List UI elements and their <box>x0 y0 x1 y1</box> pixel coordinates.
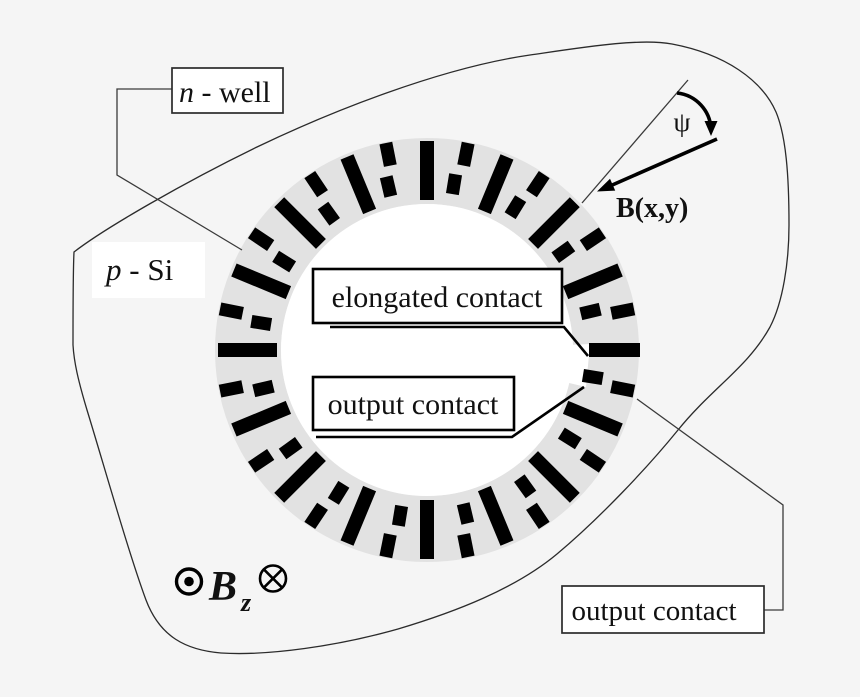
split-contact-inner <box>327 480 350 505</box>
split-contact-inner <box>379 175 398 198</box>
elongated-contact-label: elongated contact <box>332 281 543 314</box>
long-contact-bar <box>218 343 277 357</box>
split-contact-inner <box>514 474 537 499</box>
split-contact-inner <box>456 502 475 525</box>
split-contact-inner <box>504 195 527 220</box>
n-well-callout-line <box>116 88 243 251</box>
split-contact-inner <box>579 302 602 321</box>
split-contact-outer <box>579 227 607 251</box>
b-field-label: B(x,y) <box>616 193 688 224</box>
p-si-label-bg <box>92 242 205 298</box>
split-contact-outer <box>218 302 244 320</box>
elongated-contact-box <box>311 267 564 325</box>
radial-reference-line <box>581 79 689 204</box>
long-contact-bar <box>231 400 292 437</box>
split-contact-inner <box>250 314 273 332</box>
split-contact-outer <box>610 302 636 320</box>
split-contact-inner <box>252 379 275 398</box>
long-contact-bar <box>562 263 623 300</box>
split-contact-inner <box>278 437 303 460</box>
elongated-contact-leader <box>330 325 590 357</box>
long-contact-bar <box>340 485 377 546</box>
split-contact-inner <box>391 504 409 527</box>
output-contact-br-box <box>561 585 765 634</box>
long-contact-bar <box>274 197 326 249</box>
split-contact-outer <box>579 449 607 473</box>
b-into-plane-cross-2 <box>262 568 284 589</box>
contact-bars <box>218 141 640 559</box>
long-contact-bar <box>231 263 292 300</box>
b-field-arrow-shaft <box>609 137 718 188</box>
split-contact-inner <box>317 201 340 226</box>
long-contact-bar <box>340 154 377 215</box>
bz-symbols: B z <box>174 564 288 617</box>
split-contact-outer <box>304 170 328 198</box>
split-contact-outer <box>526 170 550 198</box>
bz-subscript: z <box>240 588 252 617</box>
split-contact-inner <box>445 173 463 196</box>
long-contact-bar <box>420 500 434 559</box>
b-into-plane-icon <box>258 564 288 593</box>
long-contact-bar <box>477 154 514 215</box>
long-contact-bar <box>528 197 580 249</box>
split-contact-inner <box>551 240 576 263</box>
long-contact-bar <box>420 141 434 200</box>
psi-arc-arrowhead <box>704 121 718 136</box>
long-contact-bar <box>562 400 623 437</box>
b-field-arrowhead <box>597 178 616 192</box>
split-contact-inner <box>581 368 604 386</box>
ring-notch-wedge <box>544 344 590 387</box>
split-contact-outer <box>610 380 636 398</box>
long-contact-bar <box>477 485 514 546</box>
split-contact-outer <box>247 449 275 473</box>
split-contact-outer <box>304 502 328 530</box>
b-out-of-plane-icon <box>174 567 204 596</box>
split-contact-outer <box>379 533 397 559</box>
n-well-label: n - well <box>179 76 271 109</box>
split-contact-outer <box>218 380 244 398</box>
split-contact-outer <box>379 141 397 167</box>
p-si-label: p - Si <box>104 252 174 287</box>
split-contact-outer <box>457 141 475 167</box>
psi-label: ψ <box>674 107 691 137</box>
inner-white-circle <box>281 204 573 496</box>
split-contact-outer <box>526 502 550 530</box>
output-contact-br-label: output contact <box>571 595 736 627</box>
split-contact-inner <box>557 427 582 450</box>
bz-label: B <box>208 564 237 610</box>
long-contact-bar <box>274 451 326 503</box>
split-contact-inner <box>272 250 297 273</box>
output-contact-center-label: output contact <box>328 388 499 421</box>
split-contact-outer <box>247 227 275 251</box>
b-out-of-plane-dot <box>184 576 194 587</box>
output-contact-center-leader <box>316 385 585 439</box>
n-well-label-box <box>171 67 284 114</box>
output-contact-center-box <box>311 375 516 432</box>
p-substrate-outline <box>72 41 790 655</box>
elongated-contact-bar <box>589 343 640 357</box>
long-contact-bar <box>528 451 580 503</box>
split-contact-outer <box>457 533 475 559</box>
output-contact-br-callout <box>636 398 784 611</box>
